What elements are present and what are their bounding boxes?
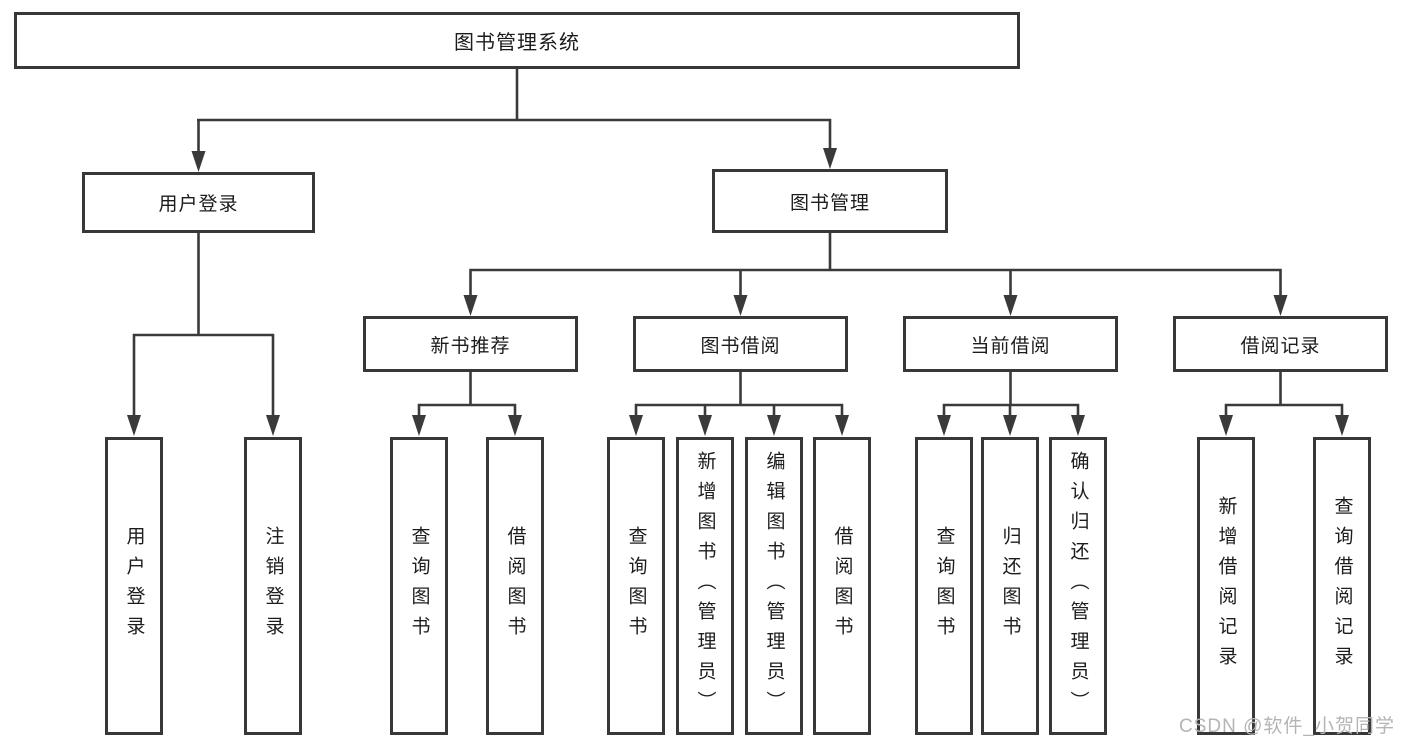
node-user-login-label: 用户登录 [158, 194, 239, 215]
node-borrowing-records-label: 借阅记录 [1240, 335, 1321, 357]
node-book-borrowing: 图书借阅 [633, 316, 848, 372]
node-user-login: 用户登录 [82, 172, 315, 233]
watermark: CSDN @软件_小贺同学 [1179, 716, 1395, 737]
leaf-add-book-admin-label: 新增图书（管理员） [694, 451, 716, 721]
node-book-borrowing-label: 图书借阅 [700, 335, 781, 357]
leaf-borrow-books-2-label: 借阅图书 [831, 526, 853, 646]
leaf-query-books-3: 查询图书 [915, 437, 973, 735]
leaf-add-borrow-record: 新增借阅记录 [1197, 437, 1255, 735]
leaf-query-borrow-record-label: 查询借阅记录 [1331, 496, 1353, 676]
leaf-query-borrow-record: 查询借阅记录 [1313, 437, 1371, 735]
leaf-edit-book-admin: 编辑图书（管理员） [745, 437, 803, 735]
node-book-management-label: 图书管理 [789, 192, 870, 214]
leaf-logout-label: 注销登录 [262, 526, 284, 646]
leaf-query-books-1: 查询图书 [390, 437, 448, 735]
leaf-query-books-1-label: 查询图书 [408, 526, 430, 646]
node-current-borrowing: 当前借阅 [903, 316, 1118, 372]
leaf-edit-book-admin-label: 编辑图书（管理员） [763, 451, 785, 721]
node-current-borrowing-label: 当前借阅 [970, 335, 1051, 357]
node-root-label: 图书管理系统 [454, 32, 580, 54]
leaf-query-books-2-label: 查询图书 [625, 526, 647, 646]
leaf-borrow-books-1-label: 借阅图书 [504, 526, 526, 646]
leaf-return-books-label: 归还图书 [999, 526, 1021, 646]
leaf-add-book-admin: 新增图书（管理员） [676, 437, 734, 735]
leaf-return-books: 归还图书 [981, 437, 1039, 735]
node-root: 图书管理系统 [14, 12, 1020, 69]
leaf-query-books-2: 查询图书 [607, 437, 665, 735]
node-borrowing-records: 借阅记录 [1173, 316, 1388, 372]
leaf-user-login-label: 用户登录 [123, 526, 145, 646]
leaf-logout: 注销登录 [244, 437, 302, 735]
leaf-add-borrow-record-label: 新增借阅记录 [1215, 496, 1237, 676]
leaf-user-login: 用户登录 [105, 437, 163, 735]
node-new-book-recommendation: 新书推荐 [363, 316, 578, 372]
leaf-confirm-return-admin-label: 确认归还（管理员） [1067, 451, 1089, 721]
leaf-borrow-books-1: 借阅图书 [486, 437, 544, 735]
leaf-borrow-books-2: 借阅图书 [813, 437, 871, 735]
node-book-management: 图书管理 [712, 169, 948, 233]
node-new-book-recommendation-label: 新书推荐 [430, 335, 511, 357]
leaf-confirm-return-admin: 确认归还（管理员） [1049, 437, 1107, 735]
leaf-query-books-3-label: 查询图书 [933, 526, 955, 646]
